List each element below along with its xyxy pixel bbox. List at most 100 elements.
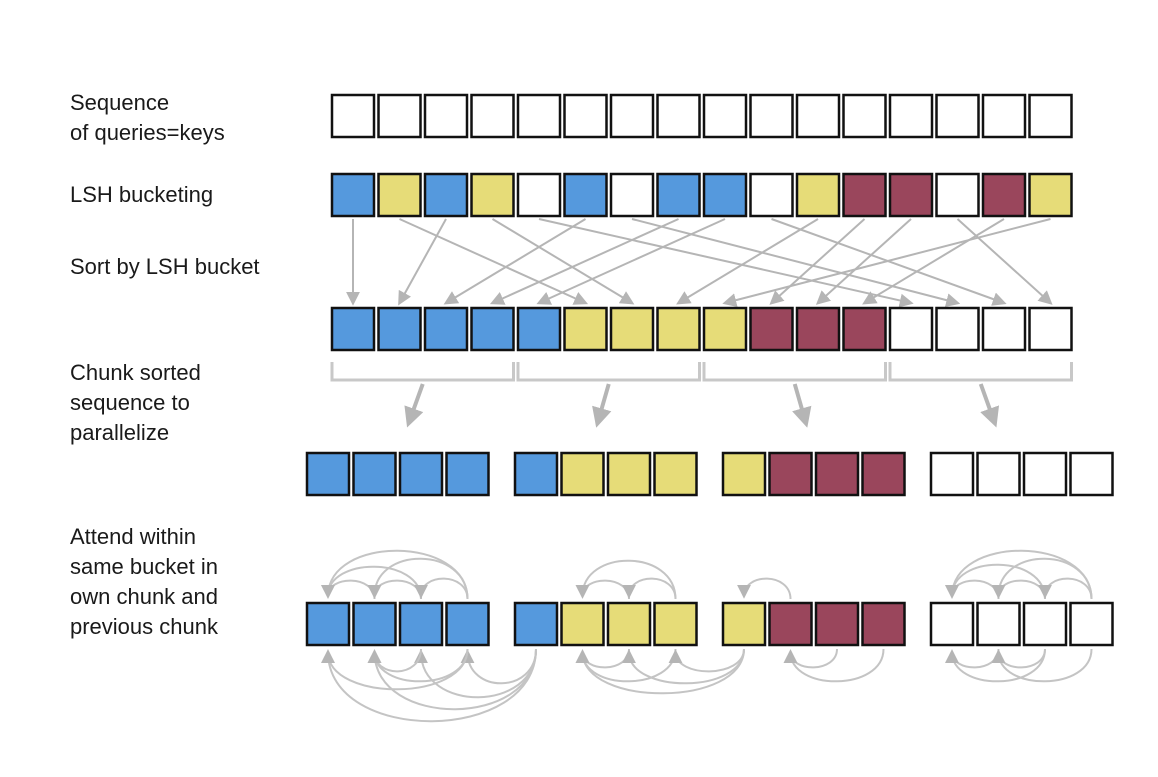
seq-cell-white (935, 93, 980, 139)
bucket-cell-blue (702, 172, 748, 218)
sorted-cell-white (888, 306, 934, 352)
attend-cell-yellow (606, 601, 652, 647)
chunk-arrow (404, 383, 425, 428)
sort-arrow (491, 218, 635, 305)
sorted-cell-blue (470, 306, 515, 352)
bucket-cell-blue (330, 172, 376, 218)
seq-cell-white (888, 93, 934, 139)
sorted-cell-blue (330, 306, 376, 352)
chunk-cell-yellow (721, 451, 767, 497)
bucket-cell-yellow (377, 172, 422, 218)
chunk-cell-blue (513, 451, 559, 497)
attention-arc (414, 577, 469, 600)
seq-cell-white (330, 93, 376, 139)
attend-cell-white (1022, 601, 1068, 647)
attention-arc (321, 549, 469, 600)
attention-arc (991, 648, 1093, 683)
sorted-cell-maroon (795, 306, 841, 352)
attend-cell-white (1069, 601, 1114, 647)
sort-arrow (538, 218, 914, 308)
seq-cell-white (1028, 93, 1073, 139)
label-line: Sort by LSH bucket (70, 254, 260, 279)
attention-arc (945, 579, 1000, 600)
label-line: same bucket in (70, 554, 218, 579)
row-attend (305, 601, 1114, 647)
seq-cell-white (656, 93, 701, 139)
chunk-cell-maroon (814, 451, 860, 497)
attention-arc (575, 648, 630, 669)
sort-arrow (536, 218, 726, 305)
seq-cell-white (981, 93, 1027, 139)
attention-arc (321, 579, 376, 600)
attend-cell-blue (445, 601, 490, 647)
attention-arc (575, 559, 677, 600)
seq-cell-white (609, 93, 655, 139)
attend-cell-yellow (653, 601, 698, 647)
seq-cell-white (749, 93, 794, 139)
label-line: Attend within (70, 524, 196, 549)
sort-arrow (771, 218, 1007, 306)
chunk-cell-white (976, 451, 1021, 497)
chunk-arrow (592, 383, 612, 428)
attend-cell-blue (352, 601, 397, 647)
seq-cell-white (470, 93, 515, 139)
sort-arrow (399, 218, 589, 305)
bucket-cell-maroon (842, 172, 887, 218)
bucket-cell-blue (656, 172, 701, 218)
sort-arrow (676, 218, 819, 305)
seq-cell-white (563, 93, 608, 139)
attention-arc (783, 648, 885, 683)
attention-arc (367, 579, 422, 600)
sort-arrow (815, 218, 912, 305)
attention-arcs (321, 549, 1093, 723)
row-sequence (330, 93, 1073, 139)
seq-cell-white (795, 93, 841, 139)
chunk-cell-white (1022, 451, 1068, 497)
bucket-cell-blue (423, 172, 469, 218)
seq-cell-white (842, 93, 887, 139)
sorted-cell-maroon (749, 306, 794, 352)
attention-arc (991, 648, 1046, 669)
chunk-bracket (702, 362, 887, 382)
label-line: sequence to (70, 390, 190, 415)
chunk-cell-yellow (606, 451, 652, 497)
chunk-cell-yellow (653, 451, 698, 497)
attend-cell-maroon (768, 601, 813, 647)
chunk-cell-white (1069, 451, 1114, 497)
attention-arc (945, 648, 1000, 669)
sorted-cell-yellow (563, 306, 608, 352)
attention-arc (945, 549, 1093, 600)
chunk-cell-maroon (768, 451, 813, 497)
sorted-cell-blue (377, 306, 422, 352)
chunk-bracket (330, 362, 515, 382)
row-chunks (305, 451, 1114, 497)
seq-cell-white (702, 93, 748, 139)
bucket-cell-yellow (470, 172, 515, 218)
sorted-cell-white (935, 306, 980, 352)
attend-cell-yellow (721, 601, 767, 647)
sorted-cell-maroon (842, 306, 887, 352)
attention-arc (622, 577, 677, 600)
label-attend: Attend within same bucket in own chunk a… (70, 522, 218, 642)
bucket-cell-maroon (888, 172, 934, 218)
bucket-cell-yellow (1028, 172, 1073, 218)
label-line: Chunk sorted (70, 360, 201, 385)
sorted-cell-blue (423, 306, 469, 352)
attention-arc (1038, 577, 1093, 600)
chunk-cell-yellow (560, 451, 605, 497)
seq-cell-white (423, 93, 469, 139)
row-lsh-bucketed (330, 172, 1073, 218)
attention-arc (945, 648, 1046, 683)
label-sequence: Sequence of queries=keys (70, 88, 225, 148)
bucket-cell-blue (563, 172, 608, 218)
sort-arrow (489, 218, 679, 305)
attention-arc (622, 648, 745, 685)
attention-arc (414, 648, 537, 699)
sorted-cell-blue (516, 306, 562, 352)
label-line: previous chunk (70, 614, 218, 639)
chunk-cell-maroon (861, 451, 906, 497)
sorted-cell-white (981, 306, 1027, 352)
label-line: of queries=keys (70, 120, 225, 145)
